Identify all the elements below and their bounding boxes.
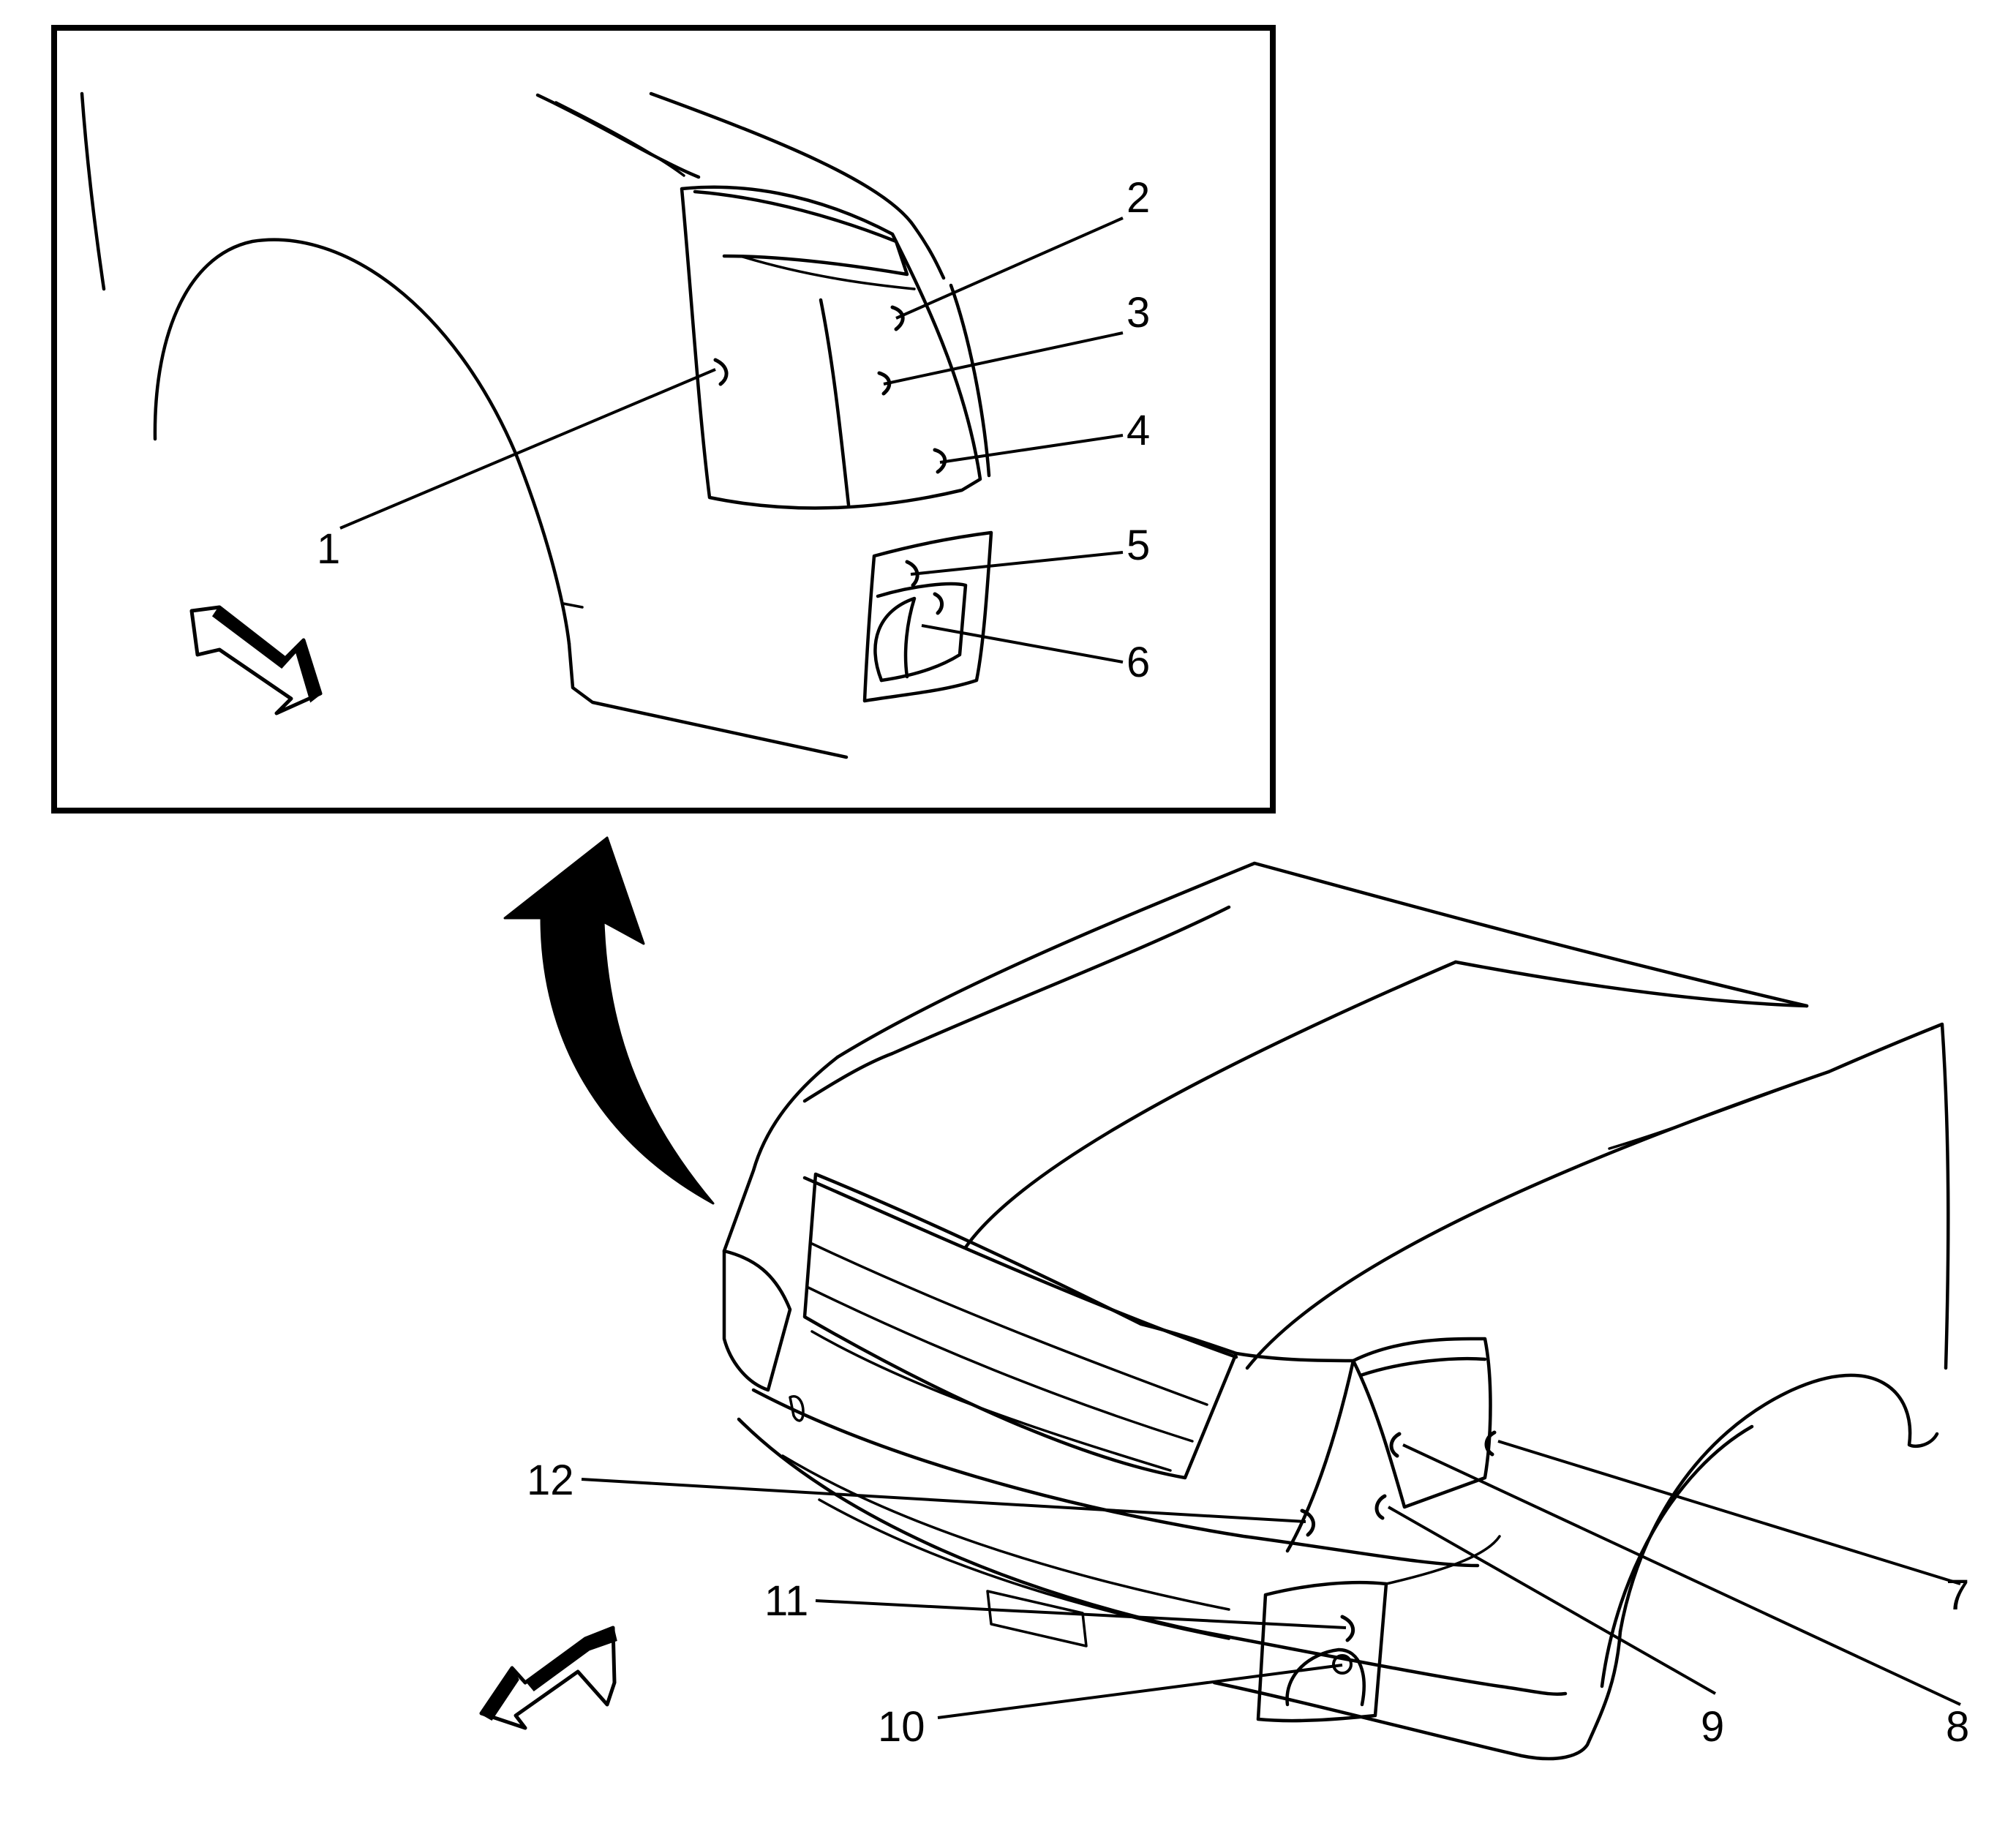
inset-headlamp-inner-curve (739, 255, 916, 290)
inset-clip-2 (890, 305, 905, 331)
right-foglamp-housing (1256, 1580, 1388, 1723)
callout-12: 12 (527, 1457, 574, 1504)
direction-arrow-icon (189, 605, 323, 715)
callout-8: 8 (1946, 1703, 1969, 1751)
leader-9 (1388, 1506, 1716, 1695)
fender-wheel-arch (1618, 1373, 1939, 1634)
bumper-upper (751, 1388, 1480, 1568)
inset-body-notch (562, 602, 584, 609)
inset-leader-3 (883, 331, 1124, 386)
lower-grille-bottom (818, 1498, 1230, 1640)
fender-top (1827, 1022, 1950, 1370)
foglamp-adjuster (1332, 1654, 1353, 1675)
inset-foglamp-housing (862, 530, 993, 703)
inset-detail-view: 1 2 3 4 5 6 (51, 25, 1276, 814)
hood-outline (835, 861, 1809, 1059)
inset-leader-6 (921, 624, 1124, 664)
leader-8 (1402, 1443, 1961, 1706)
inset-clip-6 (933, 592, 944, 615)
callout-11: 11 (764, 1577, 808, 1625)
inset-leader-5 (910, 551, 1124, 576)
main-clip-9 (1374, 1494, 1387, 1520)
callout-10: 10 (878, 1703, 925, 1751)
inset-wheel-arch (153, 238, 571, 646)
hood-center-crease (963, 960, 1458, 1250)
lower-grille-top (781, 1454, 1230, 1611)
inset-headlamp-top-band (693, 189, 909, 277)
main-clip-12 (1300, 1508, 1315, 1537)
callout-5: 5 (1127, 522, 1150, 569)
hood-far-edge (1453, 960, 1809, 1008)
inset-hood-line-1 (535, 93, 701, 179)
inset-hood-line-2 (649, 91, 946, 280)
right-foglamp-lens (1285, 1647, 1366, 1707)
inset-fender-edge-left (80, 91, 106, 291)
bumper-lower (737, 1417, 1568, 1697)
inset-leader-1 (339, 368, 716, 530)
left-bumper-corner (722, 1055, 840, 1253)
hood-cowl-line (1608, 1070, 1830, 1150)
left-headlamp (722, 1249, 792, 1392)
inset-clip-4 (933, 448, 947, 474)
callout-9: 9 (1701, 1703, 1724, 1751)
bumper-plate-recess (986, 1590, 1088, 1647)
callout-4: 4 (1127, 407, 1150, 454)
inset-foglamp-lens (873, 596, 917, 683)
vehicle-front-view: 7 8 9 10 11 12 (479, 861, 1969, 1761)
grille-bar-3 (810, 1330, 1172, 1472)
inset-frame (51, 25, 1276, 814)
hood-front-edge (802, 905, 1231, 1103)
callout-6: 6 (1127, 639, 1150, 686)
inset-headlamp-outline (680, 185, 982, 510)
fender-wheel-arch-inner (1600, 1424, 1754, 1688)
right-headlamp (1351, 1337, 1492, 1509)
bumper-slot (789, 1395, 805, 1422)
callout-3: 3 (1127, 289, 1150, 337)
inset-headlamp-divider (819, 298, 851, 507)
leader-11 (815, 1599, 1347, 1629)
leader-12 (581, 1478, 1306, 1523)
right-corner-panel (1234, 1351, 1355, 1553)
right-headlamp-top-band (1358, 1356, 1487, 1378)
grille-bar-1 (810, 1242, 1208, 1406)
main-clip-7 (1484, 1430, 1497, 1457)
leader-7 (1497, 1440, 1961, 1585)
front-valance (1212, 1629, 1622, 1761)
valance-edge (1385, 1535, 1501, 1585)
curved-arrow-icon (503, 836, 715, 1205)
inset-lower-body (567, 642, 849, 759)
grille-bar-2 (807, 1286, 1194, 1443)
callout-2: 2 (1127, 174, 1150, 222)
inset-leader-4 (939, 434, 1124, 464)
hood-right-crease (1245, 1070, 1831, 1370)
main-clip-8 (1389, 1432, 1402, 1458)
inset-hood-line-3 (554, 101, 685, 177)
inset-clip-1 (713, 358, 729, 386)
leader-10 (937, 1664, 1343, 1719)
direction-arrow-icon (479, 1626, 617, 1730)
callout-7: 7 (1946, 1571, 1969, 1619)
grille-outline (802, 1172, 1238, 1480)
callout-1: 1 (317, 525, 340, 573)
grille-top-trim (802, 1176, 1238, 1359)
inset-leader-2 (895, 217, 1124, 320)
inset-headlamp-right-edge (949, 283, 991, 478)
main-clip-11 (1340, 1615, 1355, 1642)
